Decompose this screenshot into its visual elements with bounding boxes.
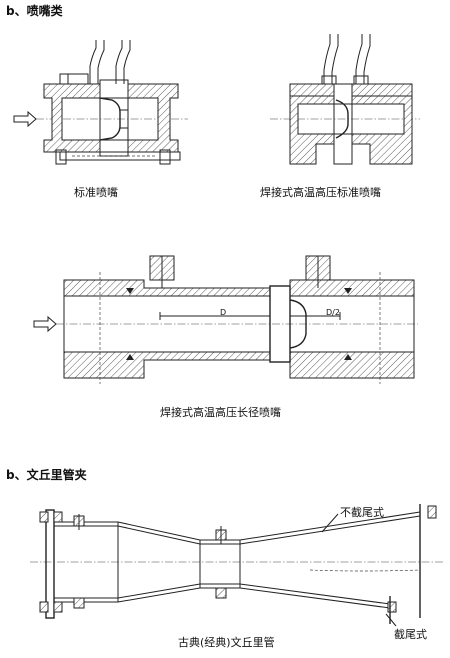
figure-venturi bbox=[30, 504, 444, 627]
caption-long-radius-nozzle: 焊接式高温高压长径喷嘴 bbox=[160, 406, 281, 419]
dim-label-d: D bbox=[220, 308, 227, 317]
figure-welded-standard-nozzle bbox=[270, 34, 420, 165]
label-cut-type: 截尾式 bbox=[394, 628, 427, 641]
section-heading-venturi: b、文丘里管夹 bbox=[6, 468, 87, 482]
caption-standard-nozzle: 标准喷嘴 bbox=[74, 186, 118, 199]
flow-arrow-icon bbox=[33, 315, 57, 333]
figure-long-radius-nozzle bbox=[33, 255, 418, 384]
caption-welded-standard-nozzle: 焊接式高温高压标准喷嘴 bbox=[260, 186, 381, 199]
caption-venturi: 古典(经典)文丘里管 bbox=[178, 636, 275, 649]
dim-label-d-half: D/2 bbox=[326, 308, 340, 317]
label-no-cut-type: 不截尾式 bbox=[340, 506, 384, 519]
flow-arrow-icon bbox=[13, 110, 37, 128]
figure-standard-nozzle bbox=[13, 40, 188, 165]
section-heading-nozzle: b、喷嘴类 bbox=[6, 4, 63, 18]
